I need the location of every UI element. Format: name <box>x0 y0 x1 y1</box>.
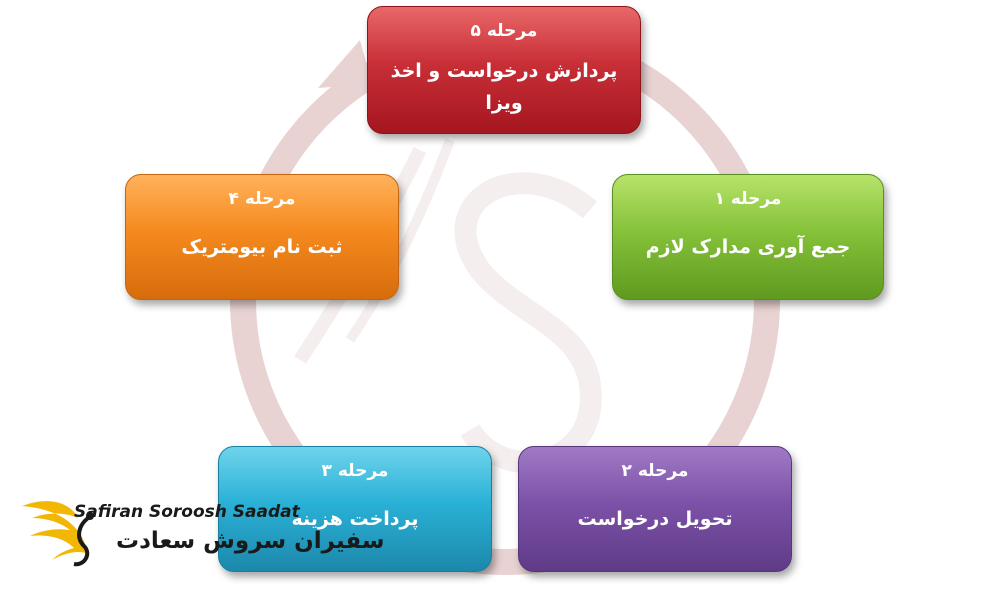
step-2-desc: تحویل درخواست <box>577 508 733 530</box>
step-2-box: مرحله ۲ تحویل درخواست <box>518 446 792 572</box>
step-2-stage: مرحله ۲ <box>621 461 689 481</box>
step-4-stage: مرحله ۴ <box>228 189 296 209</box>
swan-neck-icon <box>73 516 90 567</box>
step-1-box: مرحله ۱ جمع آوری مدارک لازم <box>612 174 884 300</box>
logo-latin-text: Safiran Soroosh Saadat <box>74 502 300 522</box>
step-4-desc: ثبت نام بیومتریک <box>181 236 343 258</box>
company-logo-icon <box>22 501 94 567</box>
step-5-box: مرحله ۵ پردازش درخواست و اخذ ویزا <box>367 6 641 134</box>
step-3-box: مرحله ۳ پرداخت هزینه <box>218 446 492 572</box>
wing-icon <box>22 501 88 560</box>
step-1-desc: جمع آوری مدارک لازم <box>645 236 851 258</box>
step-3-desc: پرداخت هزینه <box>291 508 419 530</box>
step-4-box: مرحله ۴ ثبت نام بیومتریک <box>125 174 399 300</box>
step-3-stage: مرحله ۳ <box>321 461 389 481</box>
step-5-stage: مرحله ۵ <box>470 21 538 41</box>
cycle-arrow-head <box>318 40 372 88</box>
step-1-stage: مرحله ۱ <box>714 189 782 209</box>
logo-farsi-text: سفیران سروش سعادت <box>116 528 385 554</box>
step-5-desc: پردازش درخواست و اخذ ویزا <box>390 60 618 114</box>
